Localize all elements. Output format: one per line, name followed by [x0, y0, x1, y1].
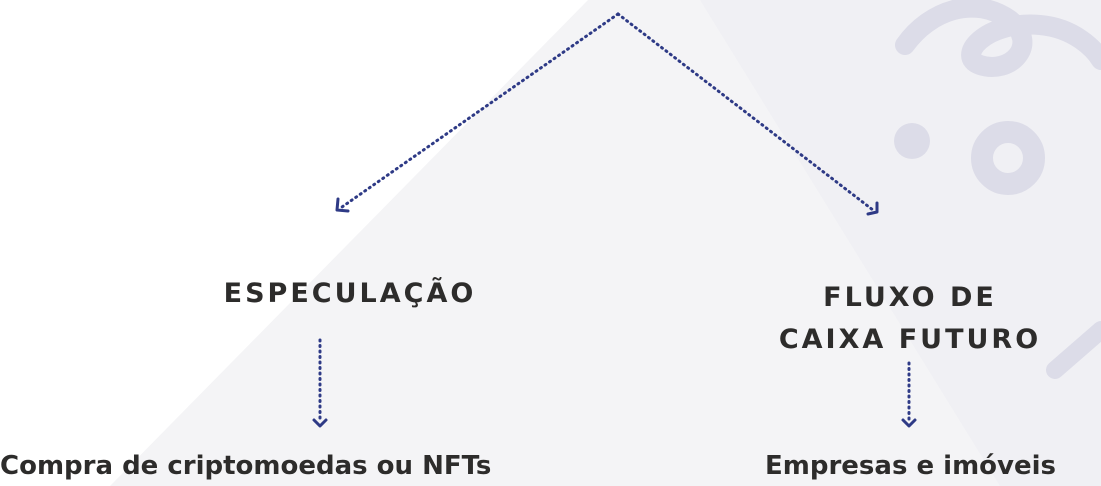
dot-decoration — [894, 123, 930, 159]
arrow-right-branch — [616, 12, 875, 212]
future-cashflow-title-line1: FLUXO DE — [823, 282, 997, 313]
squiggle-decoration — [895, 0, 1101, 77]
slash-decoration — [1046, 321, 1101, 379]
speculation-example: Compra de criptomoedas ou NFTs — [0, 451, 492, 481]
background-triangle-shape — [110, 0, 1101, 486]
arrowhead-cashflow-down — [901, 418, 917, 428]
future-cashflow-example: Empresas e imóveis — [765, 451, 1056, 481]
arrowhead-speculation-down — [312, 418, 328, 428]
speculation-title-text: ESPECULAÇÃO — [223, 278, 477, 309]
decorative-symbols — [895, 0, 1101, 379]
background-right-panel — [700, 0, 1101, 486]
arrowhead-right-branch — [866, 201, 879, 216]
future-cashflow-title-line2: CAIXA FUTURO — [778, 324, 1042, 355]
arrowhead-left-branch — [335, 197, 350, 213]
future-cashflow-title: FLUXO DE CAIXA FUTURO — [715, 277, 1101, 361]
ring-decoration — [971, 121, 1045, 195]
arrow-left-branch — [340, 12, 620, 209]
speculation-title: ESPECULAÇÃO — [150, 273, 550, 315]
